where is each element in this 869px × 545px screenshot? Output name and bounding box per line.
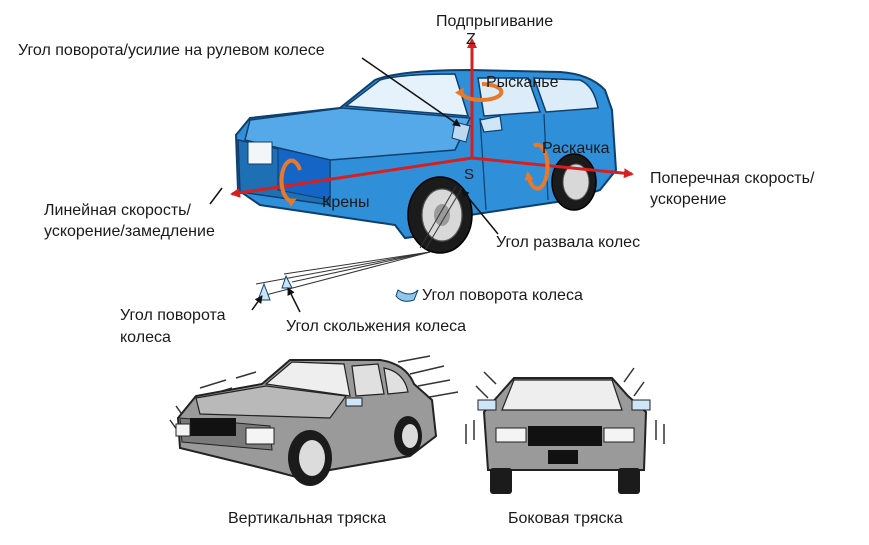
yaw-rotation-icon — [454, 82, 504, 102]
lateral-shake-car — [465, 367, 665, 494]
heave-label: Подпрыгивание — [436, 13, 554, 30]
lateral-label-line2: ускорение — [650, 191, 727, 208]
longitudinal-axis-arrow — [230, 156, 473, 198]
wheel-rotation-icon — [395, 289, 419, 302]
s-point-label: S — [464, 166, 475, 183]
lateral-shake-caption: Боковая тряска — [508, 510, 623, 527]
vertical-shake-caption: Вертикальная тряска — [228, 510, 387, 527]
yaw-label: Рысканье — [486, 74, 559, 91]
rotation-indicators — [279, 82, 550, 207]
steering-label: Угол поворота/усилие на рулевом колесе — [18, 42, 325, 59]
pitch-label: Раскачка — [542, 140, 610, 157]
wheel-steer-label-line1: Угол поворота — [120, 307, 226, 324]
slip-angle-label: Угол скольжения колеса — [286, 318, 466, 335]
vertical-shake-car — [169, 355, 459, 486]
z-axis-label: Z — [466, 31, 476, 48]
longitudinal-label-line1: Линейная скорость/ — [44, 202, 191, 219]
wheel-rotation-label: Угол поворота колеса — [422, 287, 583, 304]
wheel-steer-label-line2: колеса — [120, 329, 171, 346]
lateral-label-line1: Поперечная скорость/ — [650, 170, 815, 187]
longitudinal-label-line2: ускорение/замедление — [44, 223, 215, 240]
roll-label: Крены — [322, 194, 370, 211]
camber-label: Угол развала колес — [496, 234, 641, 251]
leader-lines — [209, 57, 499, 235]
pitch-rotation-icon — [524, 142, 550, 191]
roll-rotation-icon — [279, 158, 302, 207]
wheel-steer-small-arrow-icon — [257, 282, 271, 301]
lateral-axis-arrow — [471, 156, 634, 179]
slip-small-arrow-icon — [281, 274, 293, 289]
